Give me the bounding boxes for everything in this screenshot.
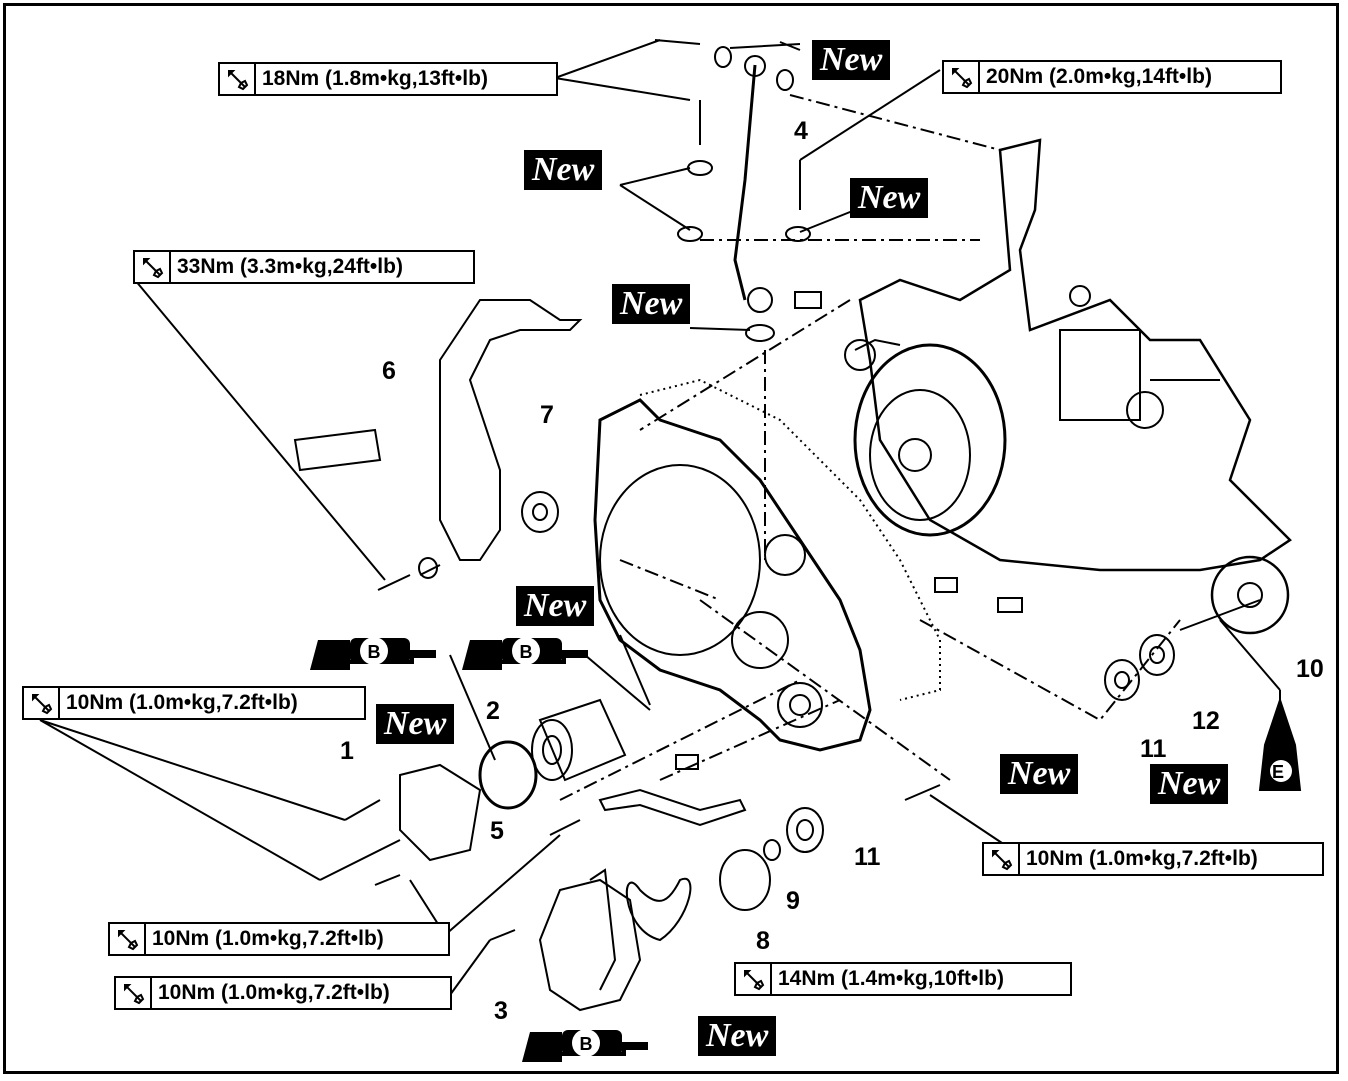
new-tag: New — [612, 284, 691, 324]
oil-label: E — [1272, 762, 1285, 782]
torque-spec-text: 10Nm (1.0m•kg,7.2ft•lb) — [152, 927, 384, 950]
part-number-5: 5 — [490, 817, 504, 845]
torque-spec-10nm-pump: 10Nm (1.0m•kg,7.2ft•lb) — [114, 976, 452, 1010]
part-number-7: 7 — [540, 401, 554, 429]
torque-spec-text: 20Nm (2.0m•kg,14ft•lb) — [986, 65, 1212, 88]
torque-spec-33nm: 33Nm (3.3m•kg,24ft•lb) — [133, 250, 475, 284]
torque-spec-text: 14Nm (1.4m•kg,10ft•lb) — [778, 967, 1004, 990]
part-number-8: 8 — [756, 927, 770, 955]
torque-wrench-icon — [24, 688, 60, 718]
torque-wrench-icon — [116, 978, 152, 1008]
torque-spec-10nm-filter-cover: 10Nm (1.0m•kg,7.2ft•lb) — [22, 686, 366, 720]
torque-wrench-icon — [220, 64, 256, 94]
part-number-4: 4 — [794, 117, 808, 145]
part-number-9: 9 — [786, 887, 800, 915]
torque-spec-text: 10Nm (1.0m•kg,7.2ft•lb) — [158, 981, 390, 1004]
torque-spec-text: 10Nm (1.0m•kg,7.2ft•lb) — [66, 691, 298, 714]
new-tag: New — [1150, 764, 1229, 804]
torque-wrench-icon — [110, 924, 146, 954]
part-number-6: 6 — [382, 357, 396, 385]
torque-wrench-icon — [135, 252, 171, 282]
oil-can-icon — [1270, 760, 1292, 782]
grease-label: B — [520, 642, 533, 662]
new-tag: New — [850, 178, 929, 218]
part-number-3: 3 — [494, 997, 508, 1025]
part-number-2: 2 — [486, 697, 500, 725]
grease-gun-icon: B — [462, 637, 588, 670]
new-tag: New — [1000, 754, 1079, 794]
new-tag: New — [812, 40, 891, 80]
torque-spec-14nm: 14Nm (1.4m•kg,10ft•lb) — [734, 962, 1072, 996]
new-tag: New — [376, 704, 455, 744]
grease-gun-icon: B — [310, 637, 436, 670]
part-number-1: 1 — [340, 737, 354, 765]
new-tag: New — [524, 150, 603, 190]
grease-gun-icon: B — [522, 1029, 648, 1062]
new-tag: New — [516, 586, 595, 626]
part-number-11: 11 — [1140, 735, 1167, 763]
torque-spec-text: 18Nm (1.8m•kg,13ft•lb) — [262, 67, 488, 90]
torque-spec-18nm: 18Nm (1.8m•kg,13ft•lb) — [218, 62, 558, 96]
part-number-10: 10 — [1296, 655, 1324, 683]
grease-label: B — [368, 642, 381, 662]
diagram-frame — [3, 3, 1339, 1074]
torque-wrench-icon — [984, 844, 1020, 874]
torque-spec-20nm: 20Nm (2.0m•kg,14ft•lb) — [942, 60, 1282, 94]
torque-spec-10nm-bolt-5: 10Nm (1.0m•kg,7.2ft•lb) — [108, 922, 450, 956]
torque-spec-text: 10Nm (1.0m•kg,7.2ft•lb) — [1026, 847, 1258, 870]
grease-label: B — [580, 1034, 593, 1054]
new-tag: New — [698, 1016, 777, 1056]
torque-wrench-icon — [736, 964, 772, 994]
part-number-12: 12 — [1192, 707, 1220, 735]
torque-spec-10nm-cover-right: 10Nm (1.0m•kg,7.2ft•lb) — [982, 842, 1324, 876]
torque-spec-text: 33Nm (3.3m•kg,24ft•lb) — [177, 255, 403, 278]
part-number-11: 11 — [854, 843, 881, 871]
torque-wrench-icon — [944, 62, 980, 92]
